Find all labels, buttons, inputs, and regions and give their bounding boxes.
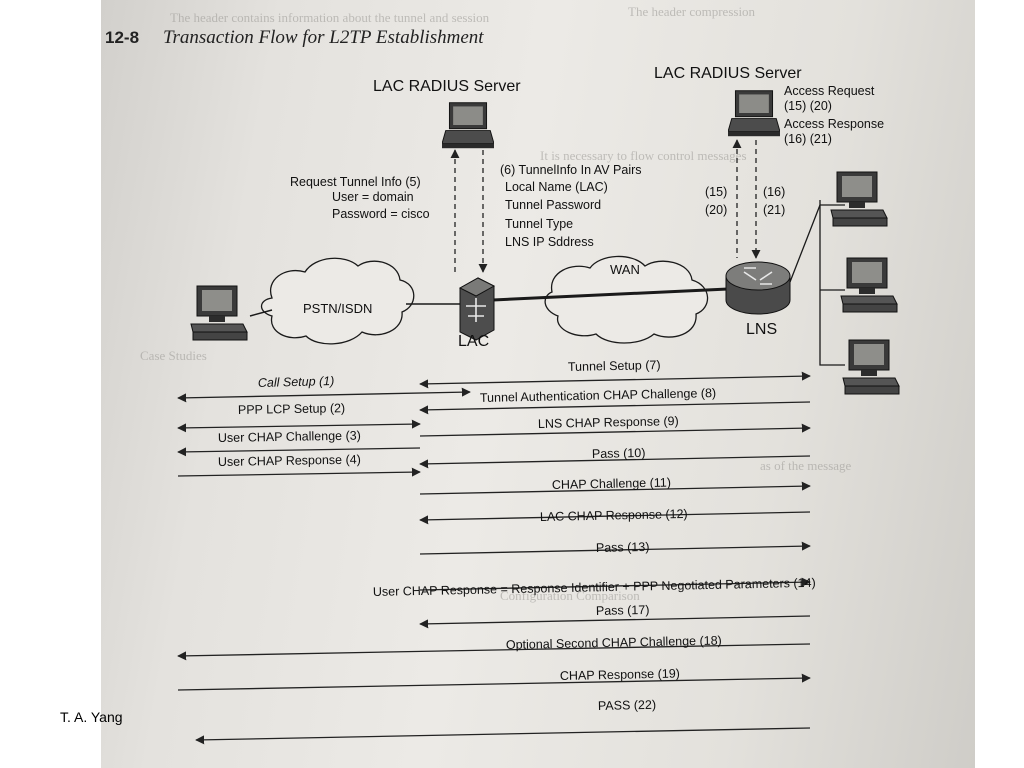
user-pc-icon [190,285,248,341]
lns-router-icon [725,261,791,315]
message-flow: Call Setup (1) Tunnel Setup (7) Tunnel A… [177,358,816,745]
msg-chap-response-19: CHAP Response (19) [177,666,811,691]
svg-text:(15): (15) [705,185,727,199]
svg-text:Password = cisco: Password = cisco [332,207,430,221]
svg-text:The header contains informatio: The header contains information about th… [170,10,490,25]
svg-text:Pass (10): Pass (10) [592,446,646,461]
msg-tunnel-auth-chap-challenge: Tunnel Authentication CHAP Challenge (8) [419,386,811,415]
access-annotation: Access Request (15) (20) Access Response… [784,84,884,146]
pstn-label: PSTN/ISDN [303,301,372,316]
msg-optional-second-chap-challenge: Optional Second CHAP Challenge (18) [177,633,811,661]
svg-text:LAC CHAP Response (12): LAC CHAP Response (12) [540,507,688,524]
svg-text:It is necessary to flow contro: It is necessary to flow control messages [540,148,747,163]
figure-number: 12-8 [105,28,139,47]
svg-text:User = domain: User = domain [332,190,414,204]
msg-user-chap-response: User CHAP Response (4) [177,453,421,477]
svg-text:CHAP Challenge (11): CHAP Challenge (11) [552,476,671,492]
svg-text:(15) (20): (15) (20) [784,99,832,113]
svg-text:Call Setup (1): Call Setup (1) [258,374,335,390]
lac-lns-tunnel-line [492,287,729,302]
svg-text:(21): (21) [763,203,785,217]
msg-lns-chap-response: LNS CHAP Response (9) [419,414,811,437]
user-link [249,309,273,317]
svg-text:Tunnel Setup (7): Tunnel Setup (7) [568,358,661,374]
lac-label: LAC [458,333,489,350]
msg-lac-chap-response: LAC CHAP Response (12) [419,507,811,525]
lan-pc-middle-icon [840,257,898,313]
svg-text:(16): (16) [763,185,785,199]
svg-text:LNS CHAP Response (9): LNS CHAP Response (9) [538,414,679,431]
svg-text:(6) TunnelInfo In AV Pairs: (6) TunnelInfo In AV Pairs [500,163,642,177]
msg-ppp-lcp-setup: PPP LCP Setup (2) [177,401,421,433]
svg-text:Configuration Comparison: Configuration Comparison [500,588,640,603]
radius-server-left-icon [442,102,494,149]
svg-text:Tunnel Type: Tunnel Type [505,217,573,231]
svg-text:LNS IP Sddress: LNS IP Sddress [505,235,594,249]
lns-lan-link [789,204,821,283]
lan-backbone [819,200,845,366]
lan-pc-top-icon [830,171,888,227]
svg-text:PASS (22): PASS (22) [598,698,656,713]
msg-chap-challenge-11: CHAP Challenge (11) [419,476,811,495]
svg-text:Case Studies: Case Studies [140,348,207,363]
radius-server-right-icon [728,90,780,137]
figure-title: Transaction Flow for L2TP Establishment [163,27,484,48]
svg-text:Request Tunnel Info (5): Request Tunnel Info (5) [290,175,421,189]
svg-text:(16) (21): (16) (21) [784,132,832,146]
tunnel-info-annotation: (6) TunnelInfo In AV Pairs Local Name (L… [500,163,642,249]
svg-text:Access Request: Access Request [784,84,875,98]
lac-radius-left-label: LAC RADIUS Server [373,78,521,95]
pstn-cloud [260,257,415,345]
svg-text:Pass (17): Pass (17) [596,603,650,618]
svg-text:Local Name (LAC): Local Name (LAC) [505,180,608,194]
lac-radius-right-label: LAC RADIUS Server [654,65,802,82]
wan-cloud [544,255,709,344]
svg-text:User CHAP Challenge (3): User CHAP Challenge (3) [218,429,361,445]
lns-label: LNS [746,321,777,338]
svg-text:Pass (13): Pass (13) [596,540,650,555]
svg-text:PPP LCP Setup (2): PPP LCP Setup (2) [238,401,345,417]
svg-text:CHAP Response (19): CHAP Response (19) [560,666,680,683]
msg-pass-10: Pass (10) [419,446,811,469]
lns-step-annotation: (15) (20) (16) (21) [705,185,785,217]
msg-pass-22: PASS (22) [195,698,811,745]
bleed-through-text: The header compression The header contai… [140,4,852,603]
msg-user-chap-challenge: User CHAP Challenge (3) [177,429,421,457]
svg-text:as of the message: as of the message [760,458,852,473]
lan-pc-bottom-icon [842,339,900,395]
request-tunnel-annotation: Request Tunnel Info (5) User = domain Pa… [290,175,430,221]
svg-text:Tunnel Authentication CHAP Cha: Tunnel Authentication CHAP Challenge (8) [480,386,717,405]
lac-icon [458,277,496,341]
svg-text:Tunnel Password: Tunnel Password [505,198,601,212]
msg-pass-17: Pass (17) [419,603,811,629]
wan-label: WAN [610,262,640,277]
svg-text:The header compression: The header compression [628,4,756,19]
svg-text:User CHAP Response (4): User CHAP Response (4) [218,453,361,469]
svg-text:(20): (20) [705,203,727,217]
svg-text:Optional Second CHAP Challenge: Optional Second CHAP Challenge (18) [506,633,722,652]
msg-call-setup: Call Setup (1) [177,374,471,403]
svg-text:Access Response: Access Response [784,117,884,131]
author-credit: T. A. Yang [60,709,123,725]
msg-pass-13: Pass (13) [419,540,811,555]
msg-tunnel-setup: Tunnel Setup (7) [419,358,811,389]
